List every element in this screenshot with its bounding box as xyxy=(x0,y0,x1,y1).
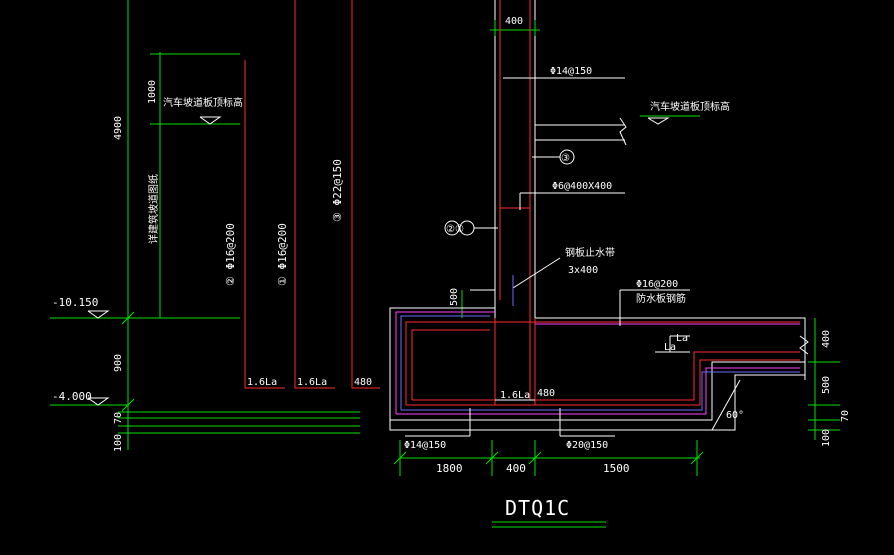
dim-400: 400 xyxy=(506,462,526,475)
lap-length-3: 480 xyxy=(354,377,372,388)
label-car-ramp: 汽车坡道板顶标高 xyxy=(163,96,243,109)
markers-2-1: ②① xyxy=(446,224,464,235)
dim-1800: 1800 xyxy=(436,462,463,475)
wall-dim-top: 400 xyxy=(505,16,523,27)
wall-rebar xyxy=(499,0,531,400)
waterstop-label: 钢板止水带 xyxy=(565,246,615,259)
dim-1000: 1000 xyxy=(147,80,158,104)
bottom-rebar-left: Φ14@150 xyxy=(404,440,446,451)
marker-3: ③ xyxy=(561,153,570,164)
label-car-ramp-right: 汽车坡道板顶标高 xyxy=(650,100,730,113)
lap-length-2: 1.6La xyxy=(297,377,327,388)
elevation-high: -4.000 xyxy=(52,390,92,403)
left-dimension-texts: 4900 1000 900 70 100 汽车坡道板顶标高 详建筑坡道图纸 -1… xyxy=(52,80,243,452)
rebar-label-3: ③ Φ22@150 xyxy=(331,159,344,222)
dim-900: 900 xyxy=(113,354,124,372)
angle-60: 60° xyxy=(726,410,744,421)
label-ramp-cover: 详建筑坡道图纸 xyxy=(147,174,160,244)
drawing-title-group: DTQ1C xyxy=(492,496,606,528)
dim-right-500: 500 xyxy=(821,376,832,394)
dim-right-70: 70 xyxy=(840,410,851,422)
footing-outline xyxy=(389,307,809,431)
dim-right-400: 400 xyxy=(821,330,832,348)
rebar-label-2: ② Φ16@200 xyxy=(224,223,237,286)
la-label-1: La xyxy=(676,333,688,344)
tie-bar-label: Φ6@400X400 xyxy=(552,181,612,192)
dim-480: 480 xyxy=(537,388,555,399)
footing-top-rebar: Φ16@200 xyxy=(636,279,678,290)
dim-1500: 1500 xyxy=(603,462,630,475)
rebar-label-1: ① Φ16@200 xyxy=(276,223,289,286)
waterstop-size: 3x400 xyxy=(568,265,598,276)
left-rebar-texts: ② Φ16@200 ① Φ16@200 ③ Φ22@150 1.6La 1.6L… xyxy=(224,159,372,388)
footing-rebar xyxy=(405,318,800,406)
la-label-2: La xyxy=(664,342,676,353)
dim-70: 70 xyxy=(113,412,124,424)
wall-labels: 400 Φ14@150 汽车坡道板顶标高 ③ Φ6@400X400 ②① 钢板止… xyxy=(444,16,730,318)
left-rebar-lines xyxy=(244,0,380,389)
wall-dim-500: 500 xyxy=(449,288,460,306)
dim-4900: 4900 xyxy=(113,116,124,140)
lap-length-1: 1.6La xyxy=(247,377,277,388)
left-dimension-group xyxy=(50,0,360,450)
dim-100: 100 xyxy=(113,434,124,452)
elevation-low: -10.150 xyxy=(52,296,98,309)
wall-horizontal-rebar: Φ14@150 xyxy=(550,66,592,77)
waterproof-label: 防水板钢筋 xyxy=(636,292,686,305)
bottom-rebar-right: Φ20@150 xyxy=(566,440,608,451)
footing-labels: Φ16@200 防水板钢筋 La La 1.6La 480 Φ14@150 Φ2… xyxy=(393,279,851,476)
wall-outline xyxy=(490,0,540,318)
lap-inner: 1.6La xyxy=(500,390,530,401)
drawing-title: DTQ1C xyxy=(505,496,570,520)
dim-right-100: 100 xyxy=(821,429,832,447)
